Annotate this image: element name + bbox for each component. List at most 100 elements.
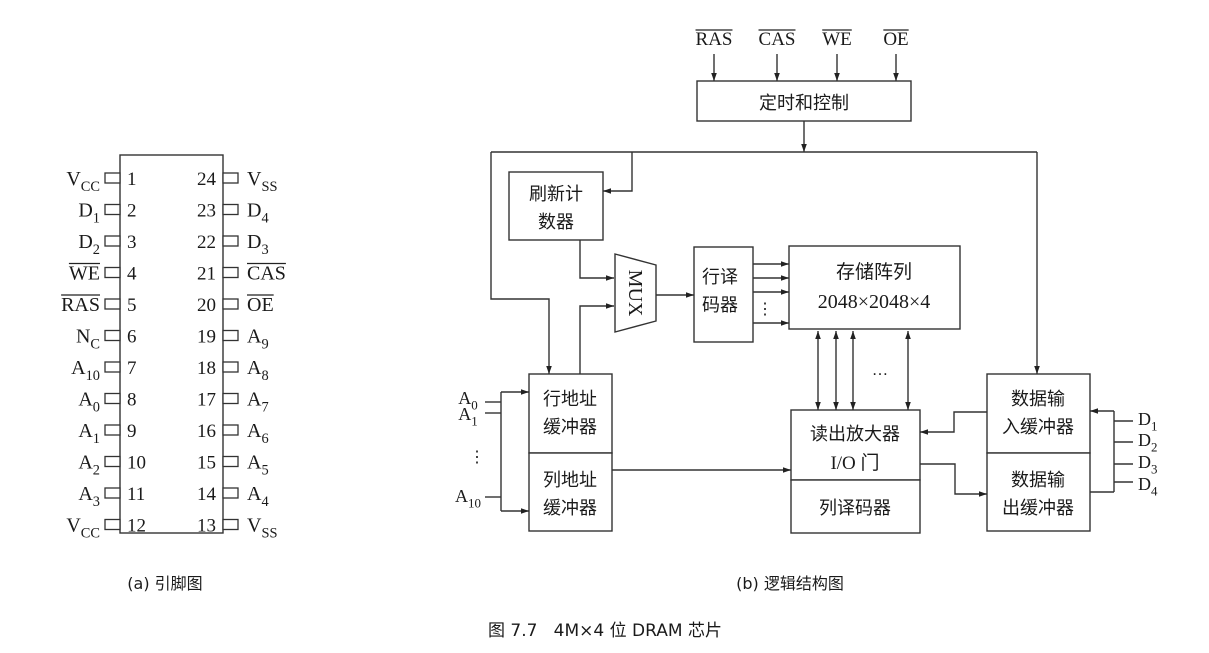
pin-stub xyxy=(104,203,121,216)
pin-number: 21 xyxy=(197,264,216,285)
pin-number: 6 xyxy=(127,327,137,348)
pin-stub xyxy=(104,455,121,468)
pin-label: A5 xyxy=(247,452,269,479)
address-input-label: A10 xyxy=(455,486,481,510)
pin-label: NC xyxy=(76,326,100,353)
pin-number: 17 xyxy=(197,390,216,411)
memory-array-label-2: 2048×2048×4 xyxy=(818,291,931,313)
control-signal-label: RAS xyxy=(696,29,733,50)
refresh-counter-label-1: 刷新计 xyxy=(529,184,583,205)
sense-amp-io-block xyxy=(790,409,921,481)
pin-label: D1 xyxy=(78,200,100,227)
pin-stub xyxy=(222,203,239,216)
pin-stub xyxy=(222,266,239,279)
pin-stub xyxy=(104,487,121,499)
col-buffer-label-2: 缓冲器 xyxy=(543,498,597,519)
pin-label: WE xyxy=(69,263,100,285)
mux-block xyxy=(614,253,657,333)
pin-number: 18 xyxy=(197,358,216,379)
row-decoder-label-2: 码器 xyxy=(702,295,738,316)
sense-amp-label-2: I/O 门 xyxy=(830,452,879,474)
data-pin-label: D4 xyxy=(1138,474,1158,498)
pin-label: VCC xyxy=(66,168,100,195)
pin-stub xyxy=(222,392,239,405)
pin-stub xyxy=(104,518,121,531)
figure-caption: 图 7.7 4M×4 位 DRAM 芯片 xyxy=(488,621,722,641)
pin-stub xyxy=(104,172,121,184)
pin-stub xyxy=(104,329,121,342)
address-input-label: A0 xyxy=(458,388,477,412)
pin-stub xyxy=(222,487,239,499)
pin-number: 7 xyxy=(127,358,137,379)
sense-amp-label-1: 读出放大器 xyxy=(810,424,900,445)
data-out-buffer-block xyxy=(986,452,1091,532)
pin-stub xyxy=(222,329,239,342)
pin-stub xyxy=(104,298,121,310)
bus-to-row-buffer-arrow xyxy=(490,152,552,374)
refresh-counter-block xyxy=(508,171,604,241)
timing-control-label: 定时和控制 xyxy=(759,93,849,114)
data-pin-label: D3 xyxy=(1138,452,1157,476)
pin-label: VSS xyxy=(247,168,277,195)
row-address-buffer-block xyxy=(528,373,613,454)
pin-number: 10 xyxy=(127,453,146,474)
pin-label: VCC xyxy=(66,515,100,542)
control-signal-label: WE xyxy=(822,29,852,50)
pin-number: 5 xyxy=(127,295,137,316)
row-buffer-label-2: 缓冲器 xyxy=(543,417,597,438)
pin-number: 8 xyxy=(127,390,137,411)
data-in-label-1: 数据输 xyxy=(1011,389,1065,410)
row-decoder-label-1: 行译 xyxy=(702,267,738,288)
pin-label: A4 xyxy=(247,483,269,510)
refresh-to-mux-arrow xyxy=(579,240,614,281)
pin-number: 20 xyxy=(197,295,216,316)
data-out-label-1: 数据输 xyxy=(1011,470,1065,491)
pin-number: 3 xyxy=(127,232,137,253)
column-decoder-block xyxy=(790,479,921,534)
col-buffer-label-1: 列地址 xyxy=(543,470,597,491)
row-buffer-label-1: 行地址 xyxy=(543,389,597,410)
pin-number: 13 xyxy=(197,516,216,537)
row-line-ellipsis: ⋮ xyxy=(757,301,773,318)
pin-stub xyxy=(222,172,239,184)
refresh-counter-label-2: 数器 xyxy=(538,212,574,233)
pin-number: 19 xyxy=(197,327,216,348)
pin-stub xyxy=(104,235,121,247)
chip-body xyxy=(119,154,224,534)
data-pin-label: D2 xyxy=(1138,430,1157,454)
pin-label: A0 xyxy=(78,389,100,416)
pin-number: 23 xyxy=(197,201,216,222)
pin-label: VSS xyxy=(247,515,277,542)
pin-label: A9 xyxy=(247,326,269,353)
pin-number: 22 xyxy=(197,232,216,253)
column-address-buffer-block xyxy=(528,452,613,532)
pin-label: A1 xyxy=(78,420,100,447)
pin-number: 1 xyxy=(127,169,137,190)
pin-label: D2 xyxy=(78,231,100,258)
pin-number: 24 xyxy=(197,169,217,190)
pin-number: 14 xyxy=(197,484,217,505)
pin-number: 16 xyxy=(197,421,216,442)
row-decoder-block xyxy=(693,246,754,343)
memory-array-label-1: 存储阵列 xyxy=(836,261,912,283)
pin-stub xyxy=(104,392,121,405)
data-in-to-io-arrow xyxy=(920,411,987,435)
control-signal-label: CAS xyxy=(759,29,796,50)
pinout-diagram: 1VCC2D13D24WE5RAS6NC7A108A09A110A211A312… xyxy=(61,154,286,542)
mux-label: MUX xyxy=(624,270,646,317)
pin-number: 9 xyxy=(127,421,137,442)
pin-stub xyxy=(104,424,121,436)
pin-label: CAS xyxy=(247,263,286,285)
address-ellipsis: ⋮ xyxy=(469,449,485,466)
left-pin-group: 1VCC2D13D24WE5RAS6NC7A108A09A110A211A312… xyxy=(61,168,146,542)
pin-stub xyxy=(104,361,121,373)
pin-stub xyxy=(222,235,239,247)
subcaption-a: (a) 引脚图 xyxy=(127,574,202,593)
bus-to-refresh-arrow xyxy=(603,152,633,194)
row-buffer-to-mux-arrow xyxy=(579,303,614,374)
